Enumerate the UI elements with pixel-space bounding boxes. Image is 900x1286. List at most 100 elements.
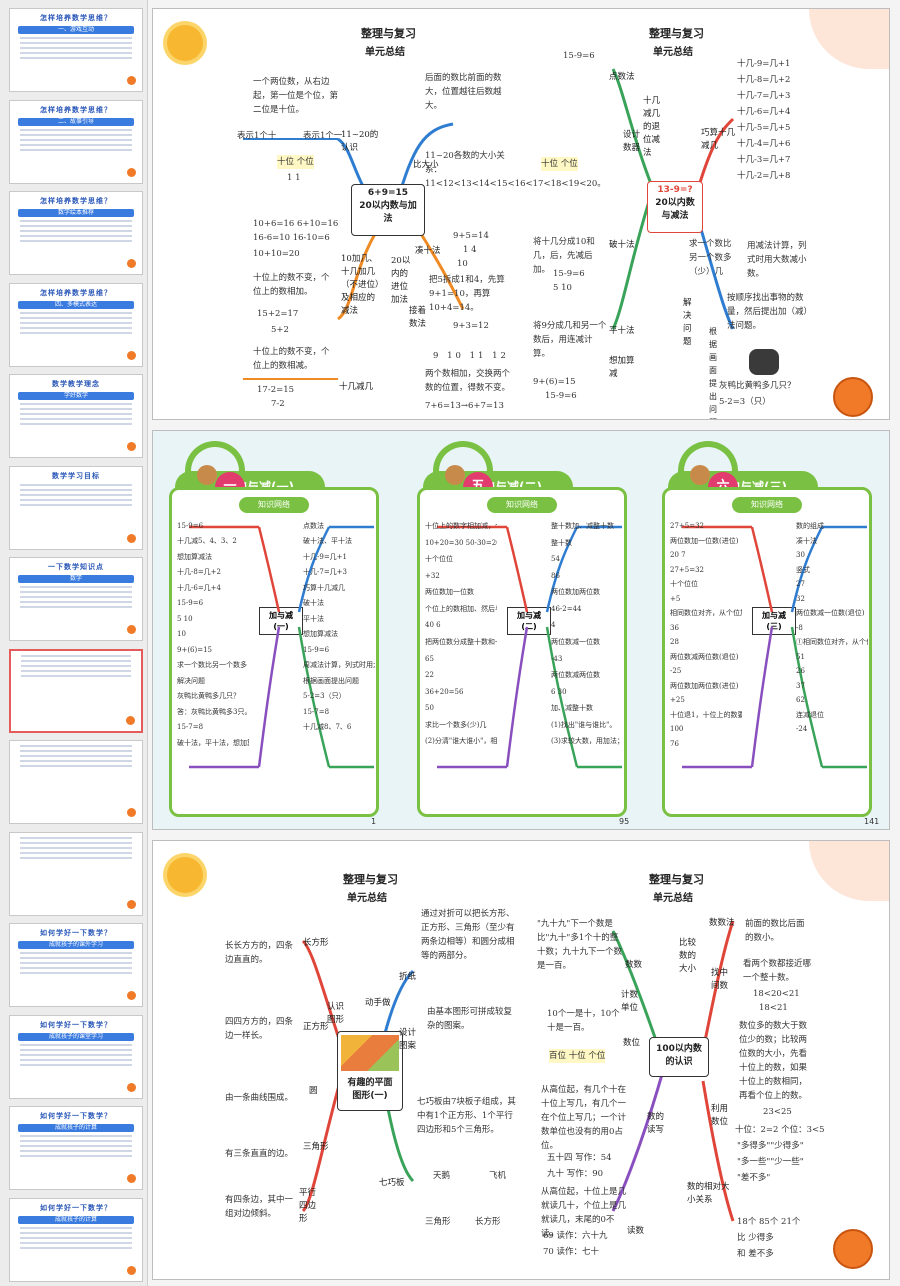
- split-10: 10: [457, 259, 468, 269]
- thumbnail-text-line: [20, 851, 132, 854]
- rule-2: 十几-2=几+8: [737, 171, 791, 181]
- slide-thumbnail[interactable]: 怎样培养数学思维？四、多模式表达: [9, 282, 143, 367]
- network-note: 26: [796, 667, 805, 675]
- thumbnail-text-line: [20, 133, 132, 136]
- slide-thumbnail[interactable]: 一下数学知识点数学: [9, 557, 143, 641]
- basketball-icon: [127, 1174, 136, 1183]
- network-note: 15-7=8: [177, 723, 204, 732]
- slide-thumbnail[interactable]: 数学教学理念学好数学: [9, 374, 143, 458]
- slide-thumbnail[interactable]: 怎样培养数学思维？一、游戏互动: [9, 8, 143, 92]
- thumbnail-subtitle: 成就孩子的课堂学习: [18, 1032, 134, 1041]
- slide-3[interactable]: 整理与复习 单元总结 有趣的平面 图形(一) 长长方方的，四条边直直的。 长方形…: [152, 840, 890, 1280]
- branch-teen-minus: 十几减几: [339, 382, 374, 392]
- thumbnail-text-line: [20, 1048, 132, 1051]
- network-note: 十几-7=几+3: [303, 568, 348, 577]
- thumbnail-text-line: [20, 1140, 132, 1142]
- phrase-much: "多得多""少得多": [737, 1141, 804, 1151]
- thumbnail-text-line: [20, 138, 132, 141]
- network-note: 20 7: [670, 551, 686, 559]
- network-note: 100: [670, 725, 684, 733]
- thumbnail-text-line: [20, 37, 132, 39]
- basketball-icon: [127, 625, 136, 634]
- thumbnail-text-line: [20, 321, 132, 324]
- eq-9-5: 9+5=14: [453, 231, 489, 241]
- slide-thumbnail[interactable]: 如何学好一下数学？成就孩子的课外学习: [9, 923, 143, 1007]
- thumbnail-text-line: [20, 42, 132, 44]
- network-note: 51: [796, 652, 805, 661]
- network-note: 4: [551, 621, 556, 630]
- method-level-ten: 平十法: [609, 326, 635, 336]
- label-ten: 表示1个十: [237, 131, 277, 141]
- slide-thumbnail[interactable]: 如何学好一下数学？成就孩子的计算: [9, 1197, 143, 1282]
- slide-thumbnail[interactable]: [9, 831, 143, 916]
- compare-same: 和 差不多: [737, 1249, 774, 1259]
- note-middle: 看两个数都接近哪一个整十数。: [743, 959, 812, 983]
- note-units: 10个一是十，10个十是一百。: [547, 1009, 620, 1033]
- thumbnail-text-line: [20, 601, 132, 603]
- network-note: 十位上的数字相加减，个位上写0。: [425, 522, 497, 530]
- basketball-icon: [127, 1082, 136, 1092]
- branch-fold: 折纸: [399, 972, 417, 982]
- network-note: 两位数减两位数(退位): [670, 652, 739, 661]
- thumbnail-text-line: [20, 220, 132, 222]
- network-note: 破十法、平十法: [303, 537, 352, 546]
- basketball-icon: [127, 350, 136, 360]
- thumbnail-text-line: [21, 669, 131, 672]
- rule-9: 十几-9=几+1: [737, 59, 791, 69]
- slide-1[interactable]: 整理与复习 单元总结 6+9=15 20以内数与加法 一个两位数，从右边起，第一…: [152, 8, 890, 420]
- method-break-ten: 破十法: [609, 240, 635, 250]
- label-one: 表示1个一: [303, 131, 343, 141]
- thumbnail-text-line: [20, 503, 132, 506]
- network-note: 十几-8=几+2: [177, 568, 222, 577]
- rule-4: 十几-4=几+6: [737, 139, 791, 149]
- network-note: 6 30: [551, 687, 567, 696]
- slide-thumbnail[interactable]: 如何学好一下数学？成就孩子的课堂学习: [9, 1014, 143, 1099]
- place-value-box: 十位 个位: [277, 155, 314, 169]
- eq-18-20-21: 18<20<21: [753, 989, 800, 999]
- read-69: 69 读作：六十九: [543, 1231, 608, 1241]
- page-subtitle-3l: 单元总结: [347, 893, 387, 904]
- network-note: 37: [796, 681, 805, 690]
- network-note: (3)求较大数，用加法；求较小数，用减法。: [551, 737, 623, 746]
- thumbnail-text-line: [20, 331, 132, 334]
- network-note: +5: [670, 594, 681, 603]
- network-note: 50: [425, 704, 434, 713]
- eq-17-2: 17-2=15: [257, 385, 295, 395]
- page-title-3l: 整理与复习: [343, 873, 398, 886]
- method-count-compare: 数数法: [709, 918, 735, 928]
- center-label: 20以内数与加法: [359, 201, 417, 224]
- network-note: 30: [796, 551, 805, 559]
- network-note: 5-2=3（只）: [303, 692, 346, 701]
- network-note: 破十法，平十法，想加算减法。: [177, 738, 249, 747]
- slide-thumbnail[interactable]: [9, 740, 143, 824]
- thumbnail-text-line: [21, 659, 131, 662]
- slide-thumbnail[interactable]: 怎样培养数学思维？数学绘本推荐: [9, 191, 143, 275]
- desc-rectangle: 长长方方的，四条边直直的。: [225, 941, 294, 965]
- thumbnail-text-line: [20, 57, 132, 59]
- method-place-value: 利用数位: [711, 1104, 729, 1127]
- slide-thumbnail[interactable]: 如何学好一下数学？成就孩子的计算: [9, 1106, 143, 1190]
- network-note: 把两位数分成整十数和一位数，先把个位数相加减，再与整十数相加。: [425, 638, 497, 646]
- slide-thumbnail[interactable]: 怎样培养数学思维？二、故事引导: [9, 99, 143, 184]
- thumbnail-text-line: [20, 836, 132, 839]
- network-note: 27: [796, 580, 805, 588]
- network-note: +25: [670, 696, 685, 704]
- note-tens-ones: 十位：2=2 个位：3<5: [735, 1125, 825, 1135]
- basketball-icon: [127, 899, 136, 909]
- slide-2[interactable]: 加与减(一)一知识网络加与减(一)15-9=6点数法十几减5、4、3、2破十法、…: [152, 430, 890, 830]
- thumbnail-text-line: [20, 1241, 132, 1244]
- network-note: 两位数加两位数(进位): [670, 681, 739, 690]
- network-note: 15-9=6: [177, 522, 204, 530]
- mindmap-branches: [682, 525, 867, 769]
- thumbnail-subtitle: 数学: [18, 575, 134, 583]
- slide-thumbnail[interactable]: 数学学习目标: [9, 465, 143, 550]
- center-label-3r-b: 的认识: [665, 1057, 693, 1067]
- page-number: 141: [864, 817, 880, 826]
- rule-6: 十几-6=几+4: [737, 107, 791, 117]
- eq-10-10: 10+10=20: [253, 249, 300, 259]
- note-design: 由基本图形可拼成较复杂的图案。: [427, 1007, 513, 1031]
- slide-thumbnail-panel[interactable]: 怎样培养数学思维？一、游戏互动怎样培养数学思维？二、故事引导怎样培养数学思维？数…: [0, 0, 148, 1286]
- slide-thumbnail[interactable]: [9, 648, 143, 733]
- split-1-4: 1 4: [463, 245, 477, 255]
- center-label-right: 20以内数与减法: [655, 198, 695, 221]
